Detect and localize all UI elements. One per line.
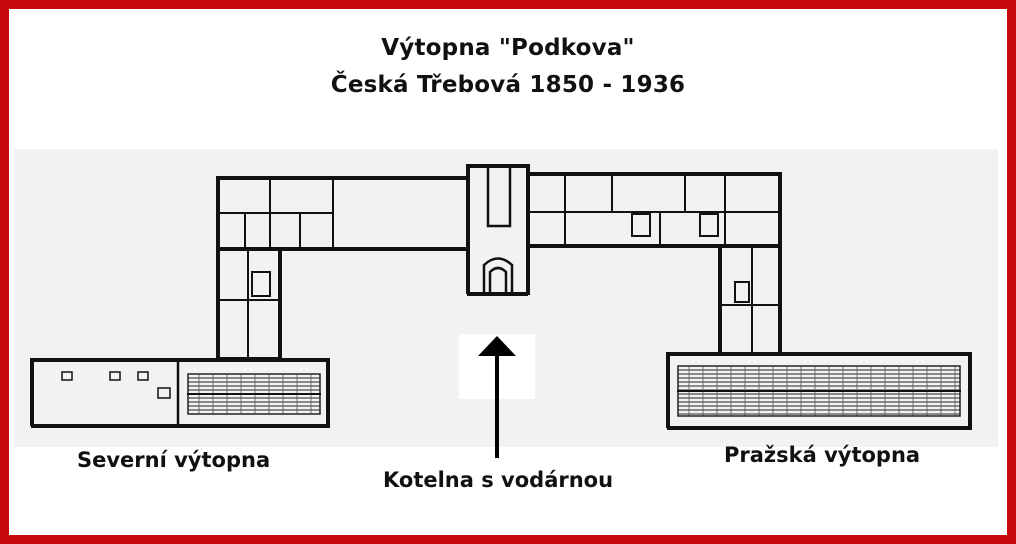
top-wing-right	[526, 172, 782, 248]
arrow-up-icon	[478, 336, 516, 458]
title-line-1: Výtopna "Podkova"	[381, 35, 635, 61]
prague-depot-building	[666, 352, 972, 430]
label-north-depot: Severní výtopna	[77, 448, 271, 472]
north-depot-building	[30, 358, 330, 428]
label-boiler-house: Kotelna s vodárnou	[383, 468, 614, 492]
label-prague-depot: Pražská výtopna	[724, 443, 921, 467]
title-line-2: Česká Třebová 1850 - 1936	[330, 72, 686, 98]
central-pavilion	[466, 164, 530, 296]
